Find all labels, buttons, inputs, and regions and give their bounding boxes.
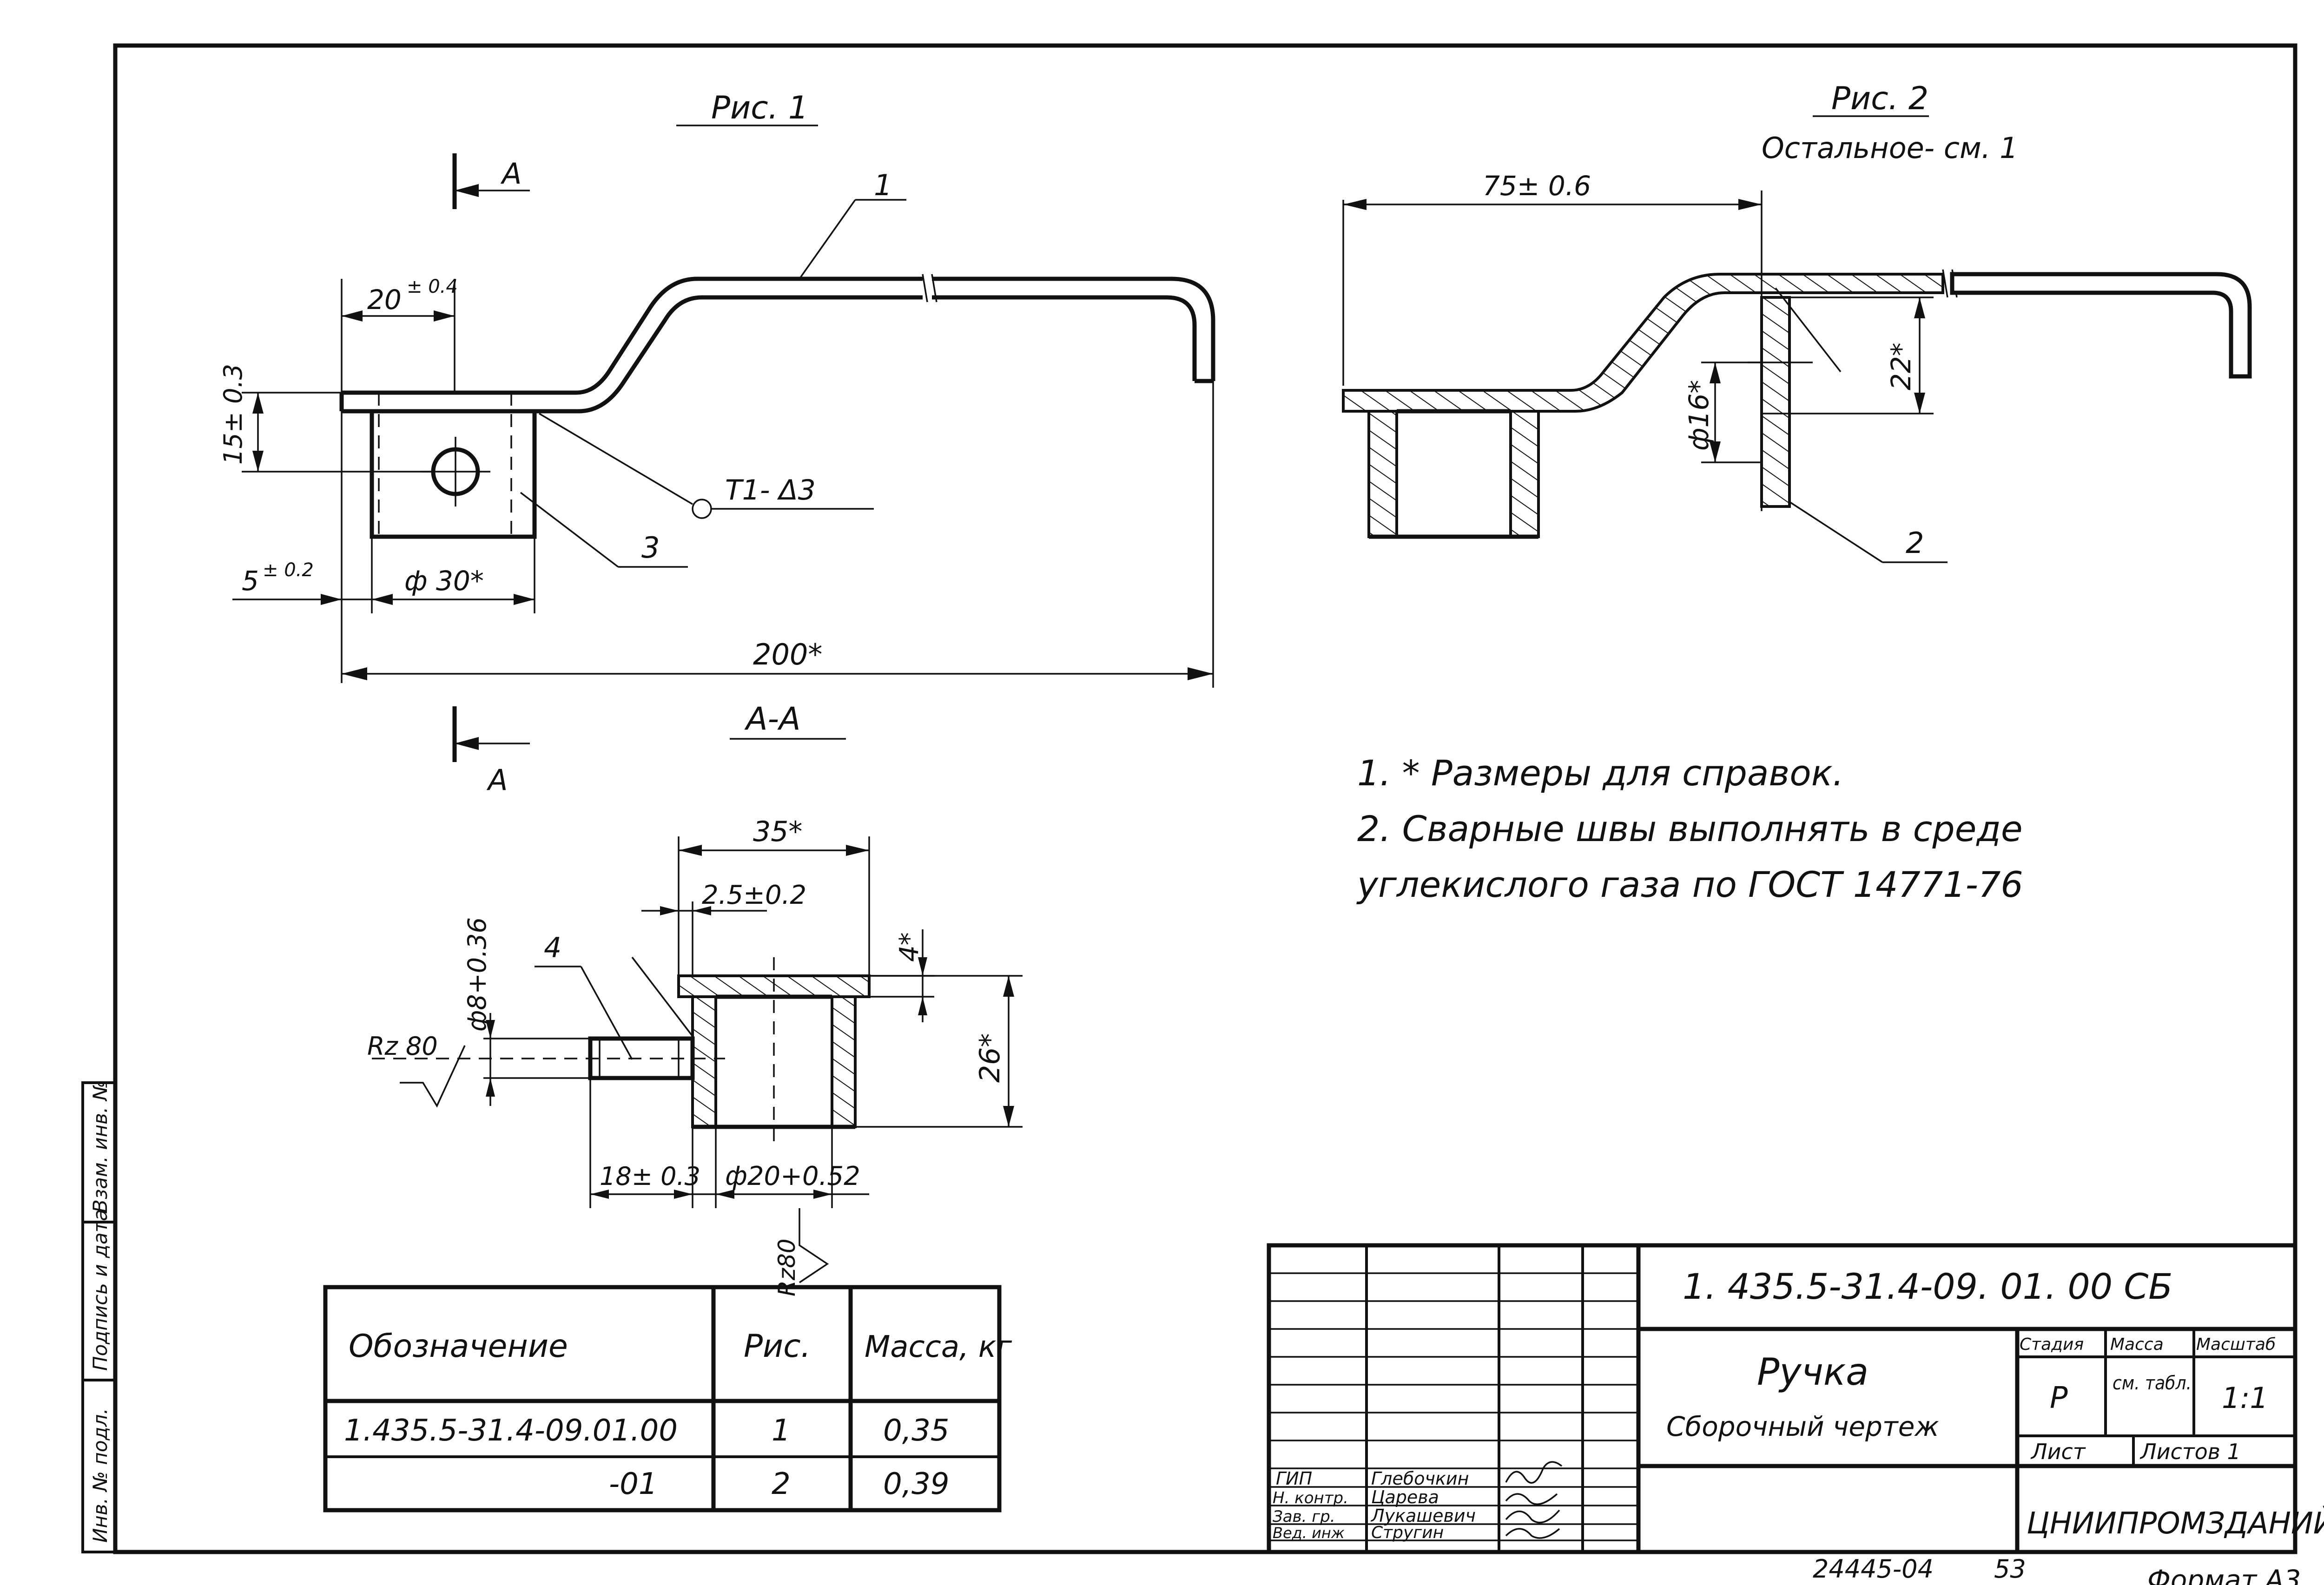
fig2-subtitle: Остальное- см. 1 xyxy=(1762,131,2018,165)
section-mark-bottom: А xyxy=(486,763,508,797)
table-header-mass: Масса, кг xyxy=(865,1330,1012,1364)
name-4: Стругин xyxy=(1371,1523,1444,1542)
signature-3 xyxy=(1505,1509,1560,1524)
archive-number: 24445-04 xyxy=(1813,1554,1934,1584)
scale-header: Масштаб xyxy=(2196,1335,2276,1354)
notes: 1. * Размеры для справок. 2. Сварные швы… xyxy=(1356,752,2023,905)
section-aa: 35* 2.5±0.2 4* 26* ф8+0.36 Rz 80 xyxy=(367,816,1023,1296)
table-row2-mass: 0,39 xyxy=(883,1467,950,1501)
note-1: 1. * Размеры для справок. xyxy=(1357,752,1844,794)
fig2-dim-height: 22* xyxy=(1885,342,1917,390)
signature-1 xyxy=(1505,1461,1563,1484)
sheet-frame xyxy=(113,43,2298,1554)
section-dim-flange-thk: 4* xyxy=(894,932,924,962)
role-gip: ГИП xyxy=(1276,1468,1312,1489)
section-dim-bore: ф20+0.52 xyxy=(725,1161,860,1191)
section-dim-pin-diameter: ф8+0.36 xyxy=(462,917,492,1032)
doc-code: 1. 435.5-31.4-09. 01. 00 СБ xyxy=(1683,1266,2172,1307)
signature-2 xyxy=(1505,1493,1558,1505)
fig1-callout-3: 3 xyxy=(641,531,660,565)
figure-2: Рис. 2 Остальное- см. 1 75± 0.6 22* xyxy=(1342,80,2252,563)
figure-1: Рис. 1 А 20 ± 0.4 xyxy=(218,90,1215,797)
stage-value: Р xyxy=(2050,1381,2068,1415)
section-roughness-1: Rz 80 xyxy=(367,1032,438,1061)
table-row1-mass: 0,35 xyxy=(883,1414,950,1448)
table-row1-figure: 1 xyxy=(772,1414,791,1448)
fig1-title: Рис. 1 xyxy=(711,90,808,126)
fig1-dim-height: 15± 0.3 xyxy=(218,364,248,465)
part-name: Ручка xyxy=(1757,1350,1868,1394)
name-1: Глебочкин xyxy=(1371,1468,1469,1489)
section-dim-flange: 2.5±0.2 xyxy=(702,880,806,910)
note-2: 2. Сварные швы выполнять в среде xyxy=(1357,808,2023,849)
role-nkontr: Н. контр. xyxy=(1273,1489,1348,1507)
stamp-label-inv: Инв. № подл. xyxy=(89,1408,112,1543)
fig2-dim-length: 75± 0.6 xyxy=(1483,170,1591,202)
doc-type: Сборочный чертеж xyxy=(1666,1411,1939,1442)
left-stamp: Инв. № подл. Подпись и дата Взам. инв. № xyxy=(81,1080,117,1553)
fig2-dim-diameter: ф16* xyxy=(1683,380,1715,451)
table-row1-designation: 1.435.5-31.4-09.01.00 xyxy=(344,1414,678,1448)
mass-header: Масса xyxy=(2110,1335,2164,1354)
table-row2-designation: -01 xyxy=(609,1467,658,1501)
mass-value: см. табл. xyxy=(2113,1373,2192,1394)
stamp-label-replace: Взам. инв. № xyxy=(89,1080,112,1213)
table-row2-figure: 2 xyxy=(772,1467,791,1501)
title-block: ГИП Н. контр. Зав. гр. Вед. инж Глебочки… xyxy=(1267,1243,2324,1554)
fig1-callout-1: 1 xyxy=(874,168,892,202)
fig1-section-label: А-А xyxy=(744,701,801,737)
fig1-dim-offset: 5 xyxy=(242,565,259,597)
scale-value: 1:1 xyxy=(2222,1381,2268,1415)
role-zavgr: Зав. гр. xyxy=(1273,1507,1335,1526)
fig1-weld-symbol: Т1- Δ3 xyxy=(725,474,816,506)
fig2-callout-2: 2 xyxy=(1906,526,1924,560)
name-2: Царева xyxy=(1371,1487,1439,1507)
fig2-title: Рис. 2 xyxy=(1831,80,1928,117)
format-label: Формат А3 xyxy=(2147,1564,2301,1585)
role-vedinzh: Вед. инж xyxy=(1273,1524,1345,1542)
sheets-label: Листов 1 xyxy=(2139,1439,2241,1464)
stamp-label-sign: Подпись и дата xyxy=(89,1209,112,1371)
sheet-label: Лист xyxy=(2030,1439,2086,1464)
bottom-page: 53 xyxy=(1994,1554,2026,1584)
name-3: Лукашевич xyxy=(1370,1506,1476,1526)
fig1-dim-diameter: ф 30* xyxy=(404,565,484,597)
fig1-dim-width-tol: ± 0.4 xyxy=(407,276,458,297)
section-dim-pin-length: 18± 0.3 xyxy=(600,1162,700,1191)
table-header-figure: Рис. xyxy=(744,1328,811,1365)
fig1-dim-width: 20 xyxy=(367,284,402,316)
section-mark-top: А xyxy=(500,157,522,191)
signature-4 xyxy=(1505,1528,1560,1539)
table-header-designation: Обозначение xyxy=(349,1328,568,1365)
stage-header: Стадия xyxy=(2020,1335,2084,1354)
fig1-dim-length: 200* xyxy=(753,638,822,671)
parts-table: Обозначение Рис. Масса, кг 1.435.5-31.4-… xyxy=(323,1285,1012,1513)
section-dim-width: 35* xyxy=(753,816,802,848)
organization: ЦНИИПРОМЗДАНИЙ xyxy=(2027,1506,2324,1541)
section-callout-4: 4 xyxy=(544,932,561,964)
section-dim-height: 26* xyxy=(974,1033,1006,1083)
note-3: углекислого газа по ГОСТ 14771-76 xyxy=(1356,864,2023,905)
fig1-dim-offset-tol: ± 0.2 xyxy=(263,559,314,581)
